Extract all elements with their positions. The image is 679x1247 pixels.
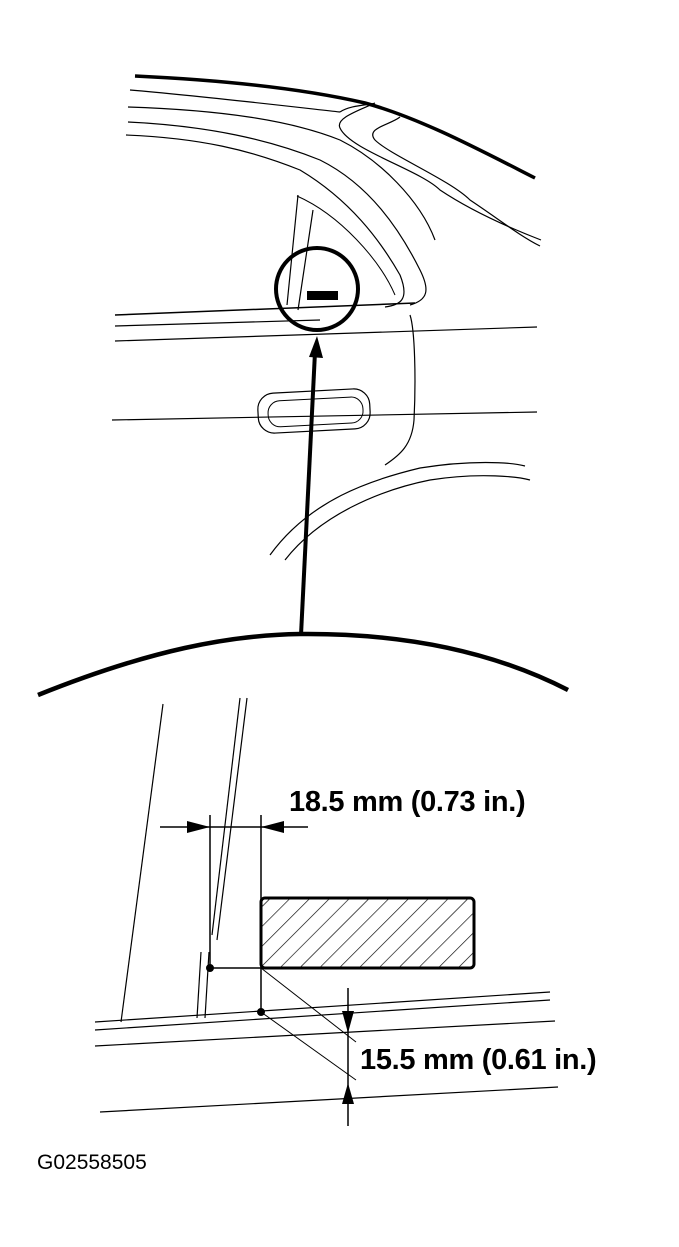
emblem-detail — [259, 896, 476, 970]
emblem-marker — [307, 291, 338, 300]
detail-view — [37, 631, 570, 1126]
detail-circle — [274, 246, 360, 332]
horizontal-dimension-label: 18.5 mm (0.73 in.) — [289, 786, 526, 818]
roof-line — [134, 74, 536, 180]
vertical-dimension-label: 15.5 mm (0.61 in.) — [360, 1044, 597, 1076]
pointer-arrow — [299, 351, 317, 636]
detail-arc — [37, 631, 570, 698]
car-overview — [111, 74, 542, 636]
figure-id: G02558505 — [37, 1151, 147, 1174]
